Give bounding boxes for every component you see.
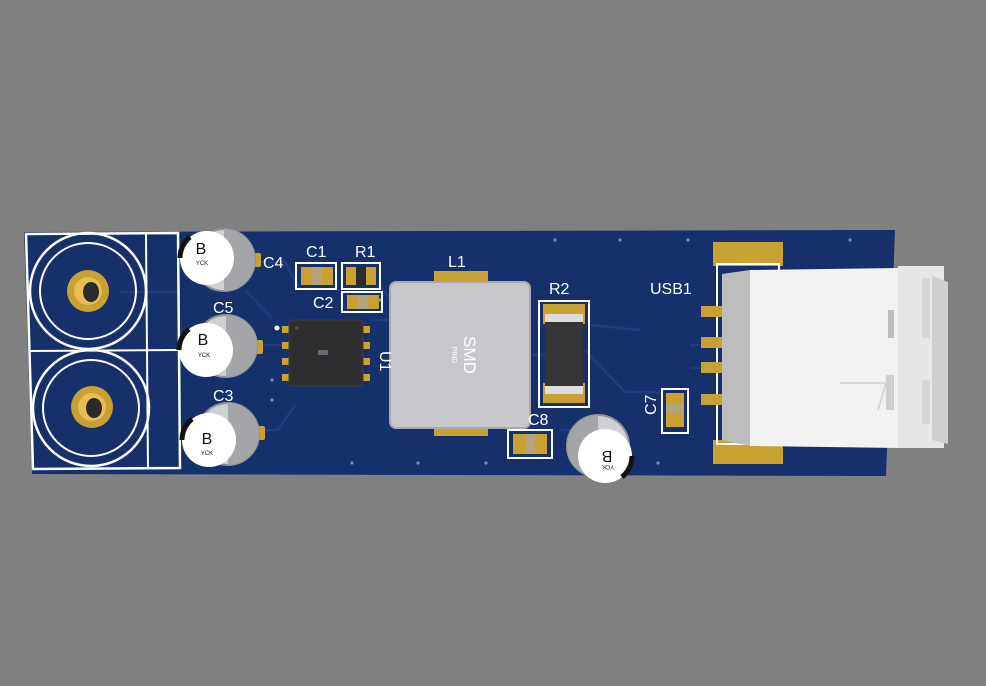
capacitor-brand: YCK bbox=[602, 463, 614, 469]
label-u1: U1 bbox=[376, 351, 393, 372]
inductor-marking-pind: PIND bbox=[450, 347, 457, 364]
capacitor-brand: YCK bbox=[198, 353, 210, 359]
screw-terminal-block bbox=[24, 231, 182, 471]
inductor-marking-smd: SMD bbox=[460, 336, 479, 374]
smd-resistor-r1 bbox=[341, 262, 381, 290]
capacitor-c5: B YCK bbox=[176, 314, 263, 378]
capacitor-brand: YCK bbox=[196, 261, 208, 267]
vias bbox=[270, 238, 882, 465]
smd-capacitor-c7 bbox=[661, 388, 689, 434]
capacitor-polarity-mark: B bbox=[196, 241, 207, 258]
label-usb1: USB1 bbox=[650, 281, 692, 298]
label-c7: C7 bbox=[643, 394, 660, 415]
capacitor-c3: B YCK bbox=[179, 402, 265, 467]
capacitor-c4: B YCK bbox=[177, 228, 261, 292]
capacitor-polarity-mark: B bbox=[602, 447, 613, 464]
label-r2: R2 bbox=[549, 281, 570, 298]
smd-capacitor-c1 bbox=[295, 262, 337, 290]
resistor-r2 bbox=[538, 300, 590, 408]
label-c8: C8 bbox=[528, 412, 549, 429]
label-r1: R1 bbox=[355, 244, 376, 261]
ic-u1 bbox=[274, 319, 370, 387]
smd-capacitor-c8 bbox=[507, 429, 553, 459]
capacitor-brand: YCK bbox=[201, 451, 213, 457]
smd-capacitor-c2 bbox=[341, 291, 383, 313]
label-c2: C2 bbox=[313, 295, 334, 312]
label-c3: C3 bbox=[213, 388, 234, 405]
inductor-l1: SMD PIND bbox=[389, 271, 531, 436]
silkscreen-labels: C4 C1 R1 C2 C5 C3 L1 R2 C8 USB1 U1 C7 bbox=[213, 244, 692, 429]
usb-connector-usb1 bbox=[701, 242, 948, 464]
label-c5: C5 bbox=[213, 300, 234, 317]
capacitor-bottom: B YCK bbox=[566, 414, 635, 483]
label-l1: L1 bbox=[448, 254, 466, 271]
label-c1: C1 bbox=[306, 244, 327, 261]
capacitor-polarity-mark: B bbox=[198, 332, 209, 349]
terminal-screw-2 bbox=[31, 348, 151, 468]
capacitor-polarity-mark: B bbox=[202, 431, 213, 448]
label-c4: C4 bbox=[263, 255, 284, 272]
